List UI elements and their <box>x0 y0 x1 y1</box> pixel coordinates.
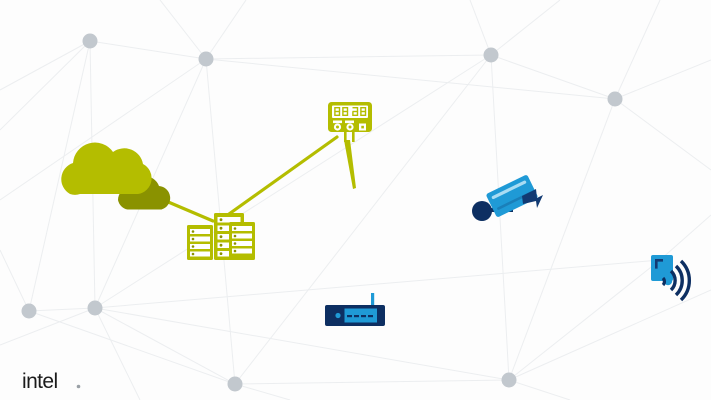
router-right-cap <box>377 308 382 323</box>
mesh-node-6 <box>87 300 103 316</box>
camera-hood <box>522 189 543 208</box>
mesh-edge-35 <box>0 58 207 201</box>
mesh-edge-27 <box>94 307 141 400</box>
intel-logo-dot <box>76 384 81 389</box>
mesh-node-2 <box>198 51 214 67</box>
camera-body <box>486 175 538 217</box>
controller-dash-1 <box>333 120 342 124</box>
controller-screen <box>332 105 368 118</box>
mesh-node-4 <box>607 91 623 107</box>
mesh-edge-5 <box>205 54 492 60</box>
router-icon <box>325 293 385 326</box>
controller-pin-left <box>344 130 347 142</box>
controller-pin-right <box>352 130 355 142</box>
mesh-edge-15 <box>469 0 492 56</box>
mesh-edge-19 <box>614 59 711 100</box>
link-controller-downstream <box>344 140 356 189</box>
data-center-icon <box>187 213 255 260</box>
intel-wordmark: intel <box>22 370 81 393</box>
mesh-edge-2 <box>28 40 91 312</box>
server-rack-right <box>229 222 255 260</box>
mesh-edge-25 <box>94 307 510 381</box>
sensor-emitter-dot <box>663 276 673 286</box>
controller-display-digits <box>334 107 367 116</box>
mesh-edge-18 <box>614 0 661 100</box>
server-rack-left <box>187 225 213 260</box>
mesh-edge-12 <box>490 54 510 381</box>
mesh-edge-13 <box>94 54 492 309</box>
mesh-node-1 <box>82 33 98 49</box>
link-datacenter-to-controller <box>220 135 339 221</box>
mesh-edge-9 <box>159 0 207 60</box>
camera-base <box>472 201 492 221</box>
mesh-edge-1 <box>89 40 207 60</box>
mesh-node-8 <box>501 372 517 388</box>
intel-logo-text: intel <box>22 370 58 393</box>
sensor-signal-arcs <box>661 259 691 302</box>
mesh-edge-20 <box>614 98 711 171</box>
mesh-edge-30 <box>508 289 711 381</box>
intel-logo: intel <box>22 370 84 394</box>
mesh-edge-23 <box>0 249 30 312</box>
cloud-small-shape <box>118 176 171 210</box>
mesh-edge-36 <box>0 40 91 91</box>
mesh-edge-33 <box>659 214 711 261</box>
mesh-edge-16 <box>490 0 561 56</box>
mesh-edge-17 <box>508 98 616 381</box>
mesh-edge-28 <box>234 379 510 385</box>
link-group <box>138 135 356 223</box>
router-antenna <box>371 293 375 316</box>
mesh-edge-29 <box>234 383 291 400</box>
mesh-edge-24 <box>94 307 236 385</box>
security-camera-icon <box>472 175 543 221</box>
router-port-group <box>347 315 373 318</box>
mesh-edge-4 <box>0 40 91 131</box>
mesh-edge-31 <box>508 379 571 400</box>
cloud-icon <box>61 142 171 210</box>
edge-controller-icon <box>328 102 372 142</box>
sensor-corner-fold <box>655 259 663 269</box>
mesh-edge-10 <box>205 0 247 60</box>
mesh-edge-22 <box>28 310 236 385</box>
controller-dash-2 <box>345 120 354 124</box>
mesh-node-5 <box>21 303 37 319</box>
mesh-edge-32 <box>508 259 661 381</box>
wireless-sensor-icon <box>651 255 691 302</box>
router-status-led <box>335 312 341 319</box>
mesh-edge-34 <box>94 259 661 309</box>
mesh-node-7 <box>227 376 243 392</box>
mesh-edge-6 <box>205 58 616 100</box>
mesh-edge-14 <box>234 54 492 385</box>
mesh-edge-21 <box>28 307 96 312</box>
mesh-edge-26 <box>0 307 96 346</box>
sensor-body <box>651 255 673 281</box>
camera-body-highlight <box>491 180 527 200</box>
controller-button-group[interactable] <box>333 123 366 131</box>
mesh-edge-11 <box>490 54 616 100</box>
mesh-node-3 <box>483 47 499 63</box>
mesh-node-group <box>21 33 623 392</box>
cloud-large-shape <box>61 142 152 195</box>
